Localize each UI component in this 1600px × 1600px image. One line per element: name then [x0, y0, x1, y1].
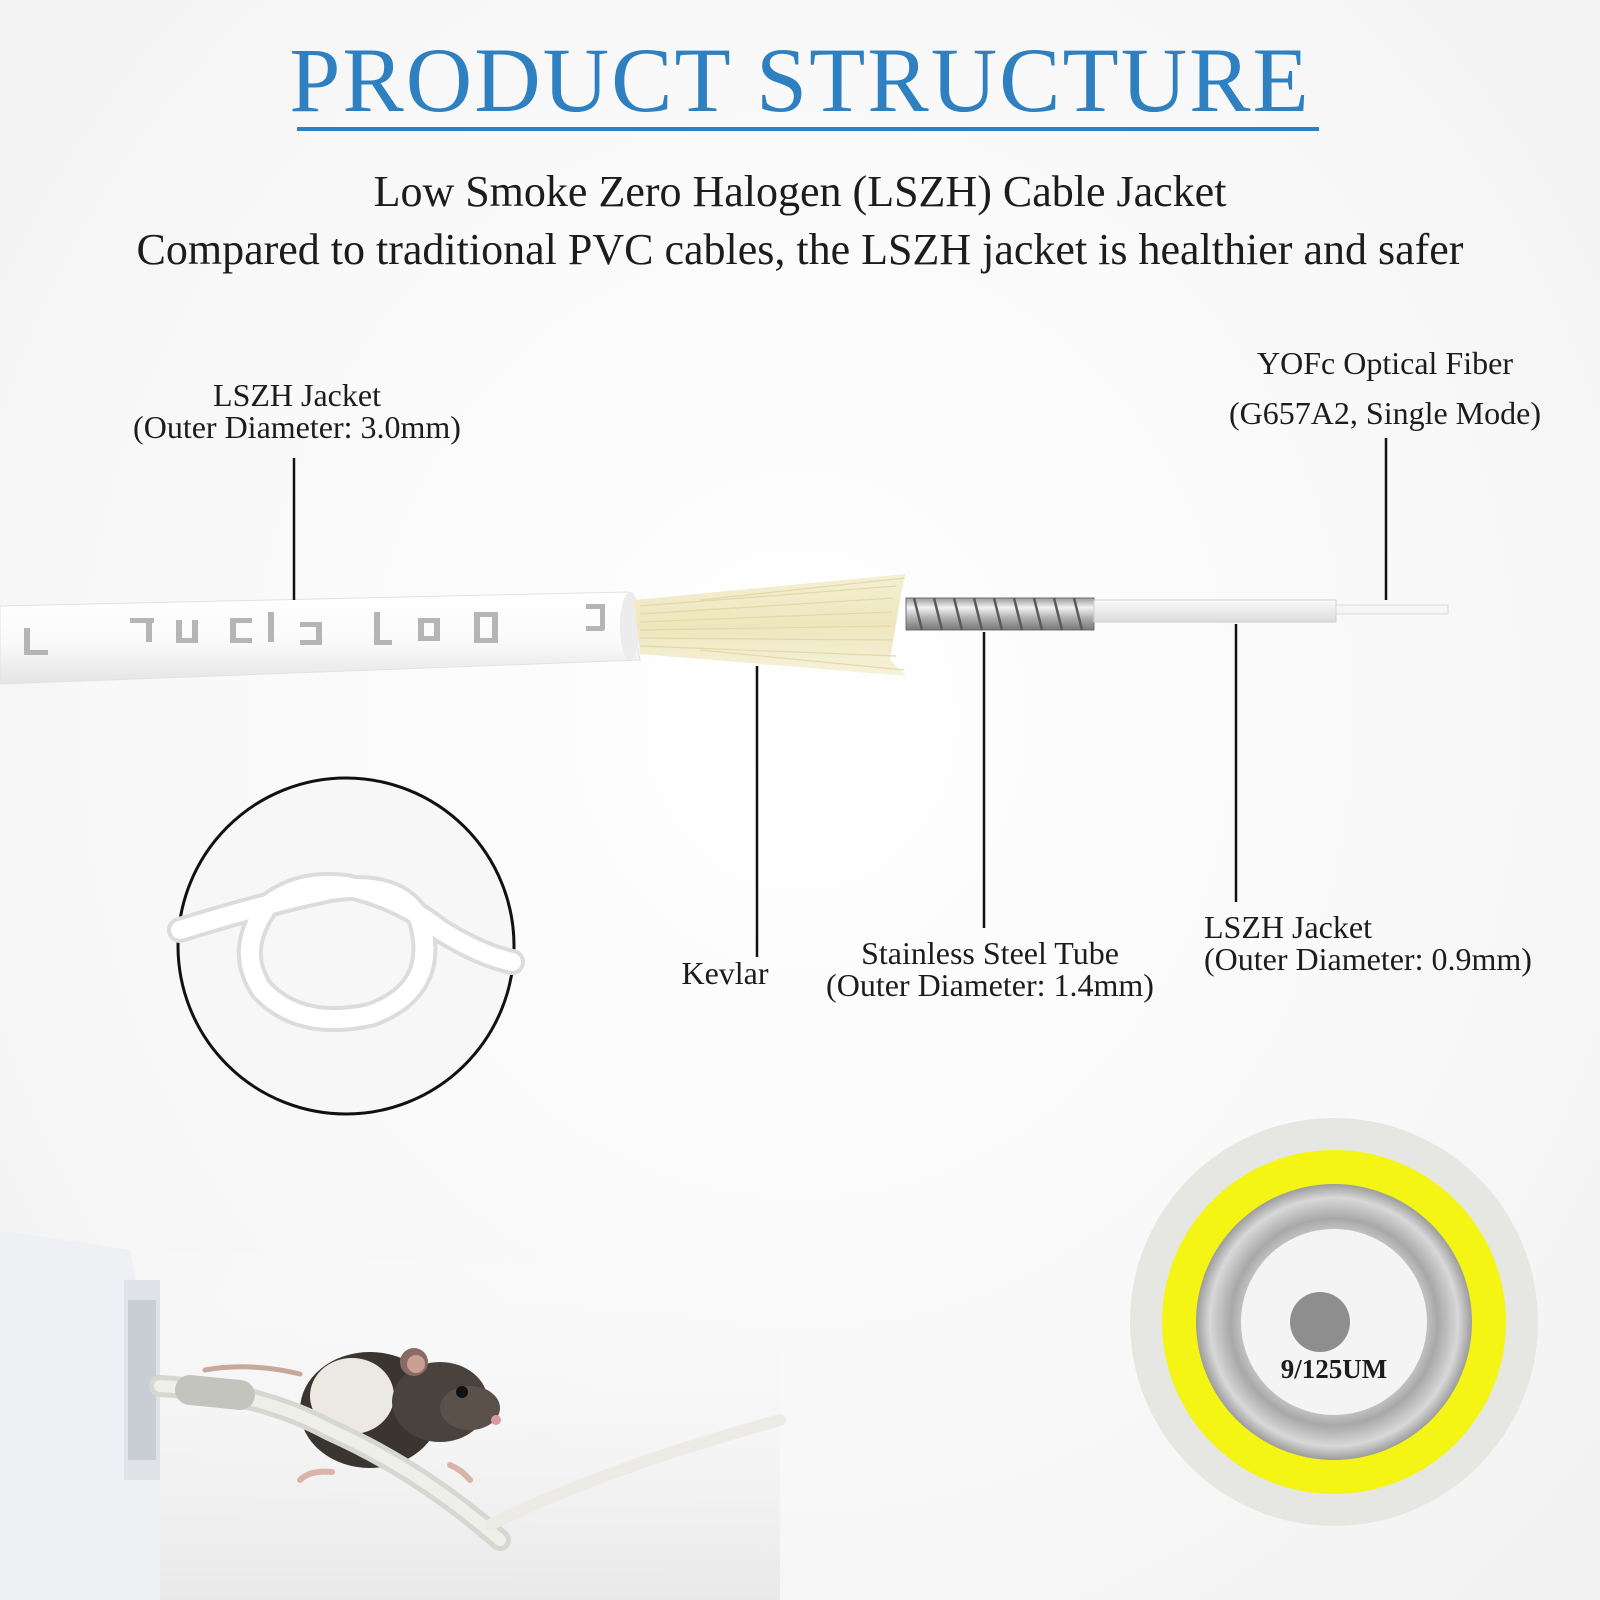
knot-inset [167, 776, 525, 1116]
cable-cross-section [1130, 1118, 1538, 1526]
page-title: PRODUCT STRUCTURE [289, 29, 1311, 131]
rodent-scene [0, 1230, 786, 1600]
label-fiber-name: YOFc Optical Fiber [1257, 345, 1513, 381]
label-steel-tube-name: Stainless Steel Tube [861, 935, 1119, 971]
optical-fiber [1335, 604, 1449, 615]
title-underline [297, 127, 1319, 131]
subtitle-line-2: Compared to traditional PVC cables, the … [136, 225, 1464, 274]
kevlar-fibers [634, 574, 906, 676]
label-fiber-spec: (G657A2, Single Mode) [1229, 395, 1541, 431]
jacket-print-marks [24, 604, 605, 655]
label-kevlar: Kevlar [681, 955, 769, 991]
leader-lines [292, 438, 1388, 957]
label-inner-jacket-spec: (Outer Diameter: 0.9mm) [1204, 941, 1532, 977]
label-outer-jacket-spec: (Outer Diameter: 3.0mm) [133, 409, 461, 445]
inner-lszh-jacket [1093, 599, 1337, 623]
label-outer-jacket-name: LSZH Jacket [213, 377, 381, 413]
subtitle-line-1: Low Smoke Zero Halogen (LSZH) Cable Jack… [373, 167, 1227, 216]
label-inner-jacket-name: LSZH Jacket [1204, 909, 1372, 945]
cable-cutaway [0, 574, 1449, 685]
cross-section-core [1290, 1292, 1350, 1352]
label-steel-tube-spec: (Outer Diameter: 1.4mm) [826, 967, 1154, 1003]
cross-section-core-label: 9/125UM [1280, 1354, 1388, 1384]
